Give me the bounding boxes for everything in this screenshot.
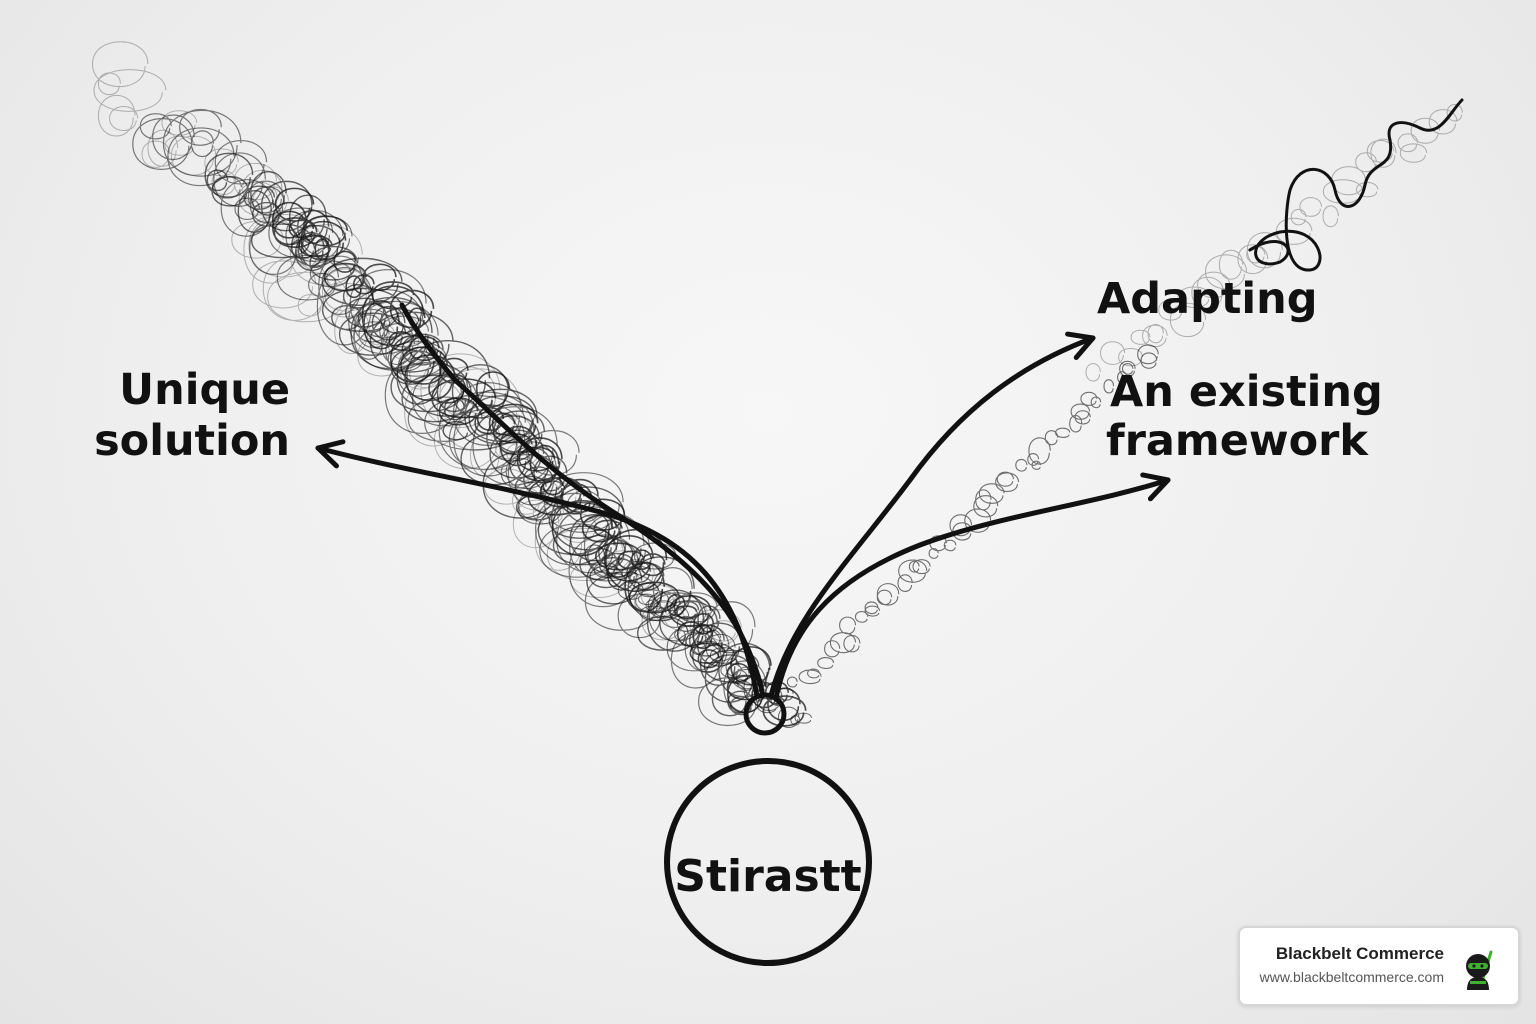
scribble-stroke [584,544,812,728]
arrow-adapting [768,331,1096,699]
brand-badge[interactable]: Blackbelt Commerce www.blackbeltcommerce… [1238,926,1520,1006]
start-circle [664,758,872,966]
scribble-stroke [1085,104,1463,382]
tangled-scribble-left [91,41,812,728]
origin-knot [743,692,787,736]
label-framework: framework [1106,416,1369,466]
arrow-existing-framework [773,472,1171,701]
label-adapting: Adapting [1097,274,1318,324]
ninja-mascot-icon [1466,950,1493,990]
arrow-unique-solution [315,439,760,699]
badge-url: www.blackbeltcommerce.com [1259,969,1444,985]
squiggle-right [777,98,1464,701]
label-solution: solution [94,416,290,466]
start-label: Stirastt [674,851,861,902]
tangled-path-line [399,302,766,699]
badge-brand-name: Blackbelt Commerce [1275,944,1444,963]
scribble-stroke [777,344,1159,701]
scribble-stroke [91,41,742,647]
label-unique: Unique [119,365,290,415]
label-an-existing: An existing [1110,367,1383,417]
squiggle-stroke [1248,98,1464,272]
